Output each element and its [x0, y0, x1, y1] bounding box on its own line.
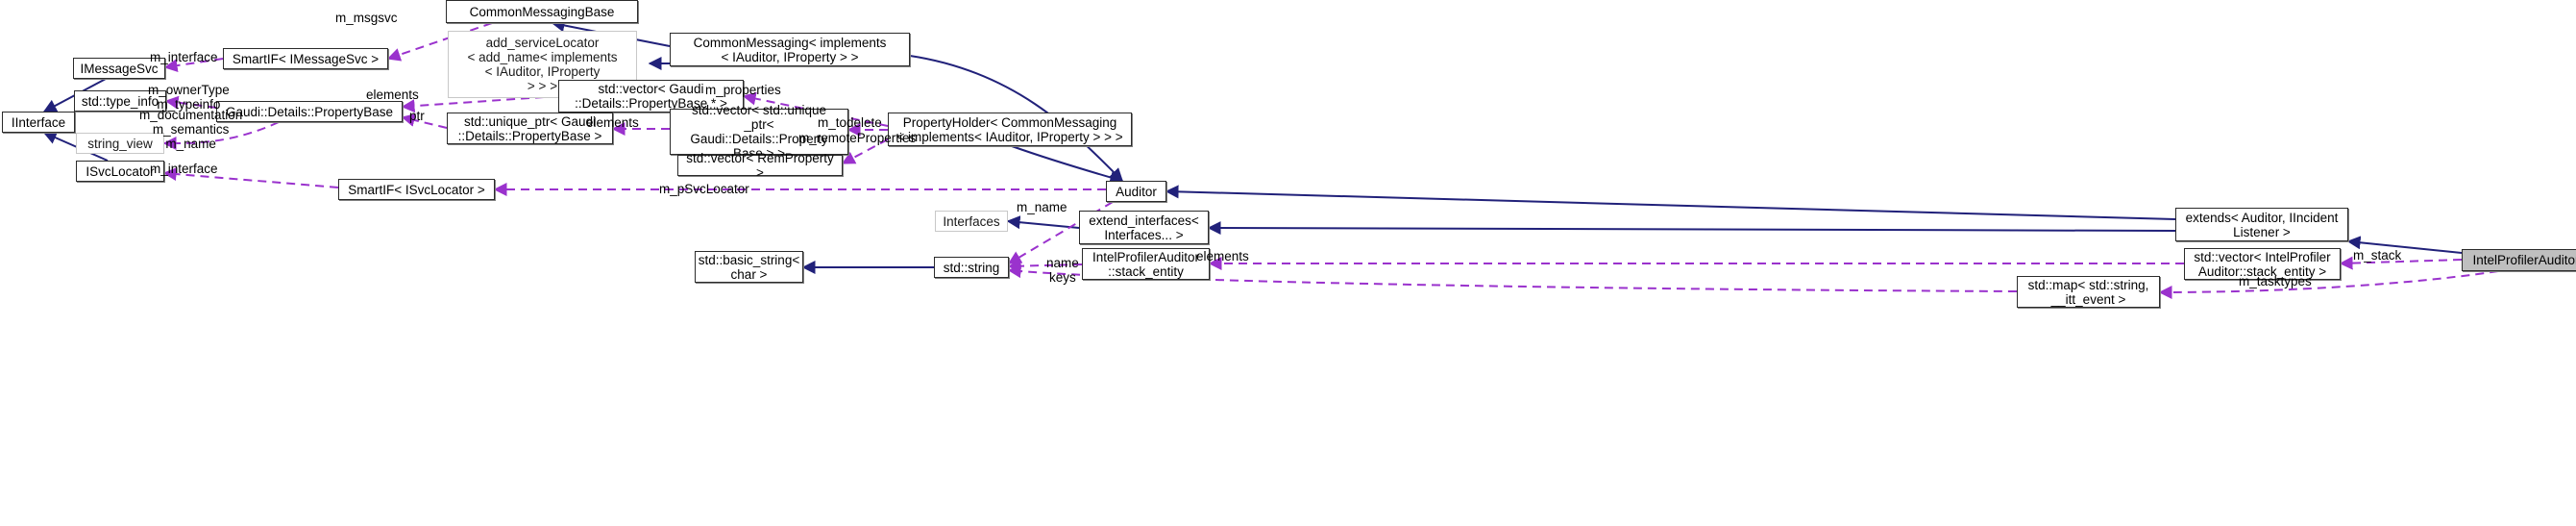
inheritance-edge-PropertyHolder-to-Auditor: [1011, 145, 1124, 185]
class-node-vector_stack_entity[interactable]: std::vector< IntelProfiler Auditor::stac…: [2184, 248, 2341, 280]
class-node-vector_RemProperty[interactable]: std::vector< RemProperty >: [677, 151, 843, 180]
edge-label-elements_unique_ptr: elements: [586, 115, 639, 130]
edge-label-m_msgsvc: m_msgsvc: [335, 11, 398, 25]
class-node-IntelProfilerAuditor[interactable]: IntelProfilerAuditor: [2462, 249, 2576, 271]
class-node-Gaudi_Details_PropertyBase[interactable]: Gaudi::Details::PropertyBase: [216, 101, 403, 122]
edge-label-m_tasktypes: m_tasktypes: [2239, 274, 2312, 288]
inheritance-edge-layer: [42, 18, 2463, 274]
edge-label-m_name: m_name: [1017, 200, 1067, 214]
class-node-std_string[interactable]: std::string: [934, 257, 1009, 278]
class-node-PropertyHolder[interactable]: PropertyHolder< CommonMessaging < implem…: [888, 113, 1132, 146]
edge-label-elements_propbase_ptr: elements: [366, 88, 419, 102]
class-node-std_type_info[interactable]: std::type_info: [74, 90, 166, 112]
inheritance-edge-extends_Auditor_IIncidentListener-to-Auditor: [1165, 185, 2176, 220]
edge-label-name: name: [1046, 256, 1079, 270]
edge-label-elements_stack_entity: elements: [1196, 249, 1249, 263]
class-node-IMessageSvc[interactable]: IMessageSvc: [73, 58, 165, 79]
class-node-unique_ptr_PropertyBase[interactable]: std::unique_ptr< Gaudi ::Details::Proper…: [447, 113, 613, 144]
class-node-extend_interfaces[interactable]: extend_interfaces< Interfaces... >: [1079, 211, 1209, 244]
class-node-ISvcLocator[interactable]: ISvcLocator: [76, 161, 164, 182]
class-node-SmartIF_ISvcLocator[interactable]: SmartIF< ISvcLocator >: [338, 179, 495, 200]
inheritance-edge-extend_interfaces-to-Interfaces: [1006, 215, 1080, 230]
edge-label-ptr: ptr: [409, 109, 425, 123]
class-node-vector_unique_ptr_PropertyBase[interactable]: std::vector< std::unique _ptr< Gaudi::De…: [670, 103, 848, 161]
class-node-std_basic_string_char[interactable]: std::basic_string< char >: [695, 251, 803, 283]
edge-label-m_ownerType_typeinfo: m_ownerType m_typeinfo: [148, 83, 230, 112]
edge-label-m_remoteProperties: m_remoteProperties: [798, 131, 917, 145]
class-node-string_view[interactable]: string_view: [76, 133, 164, 154]
class-node-map_string_itt_event[interactable]: std::map< std::string, __itt_event >: [2017, 276, 2160, 308]
edge-label-m_todelete: m_todelete: [818, 115, 882, 130]
class-node-extends_Auditor_IIncidentListener[interactable]: extends< Auditor, IIncident Listener >: [2175, 208, 2348, 241]
class-node-IInterface[interactable]: IInterface: [2, 112, 75, 133]
class-node-Auditor[interactable]: Auditor: [1106, 181, 1166, 202]
edge-label-m_stack: m_stack: [2353, 248, 2402, 263]
class-node-SmartIF_IMessageSvc[interactable]: SmartIF< IMessageSvc >: [223, 48, 388, 69]
edge-label-m_properties: m_properties: [705, 83, 781, 97]
class-node-Interfaces[interactable]: Interfaces: [935, 211, 1008, 232]
edge-label-m_interface_svcloc: m_interface: [150, 162, 218, 176]
edge-label-m_documentation_semantics_name: m_documentation m_semantics m_name: [139, 108, 243, 151]
edge-label-keys: keys: [1049, 270, 1076, 285]
class-node-CommonMessaging[interactable]: CommonMessaging< implements < IAuditor, …: [670, 33, 910, 66]
edge-label-m_pSvcLocator: m_pSvcLocator: [659, 182, 749, 196]
inheritance-edge-extends_Auditor_IIncidentListener-to-extend_interfaces: [1207, 221, 2176, 236]
class-node-vector_PropertyBase_ptr[interactable]: std::vector< Gaudi ::Details::PropertyBa…: [558, 80, 744, 113]
class-node-CommonMessagingBase[interactable]: CommonMessagingBase: [446, 0, 638, 23]
edge-label-m_interface_msg: m_interface: [150, 50, 218, 64]
class-node-IntelProfilerAuditor_stack_entity[interactable]: IntelProfilerAuditor ::stack_entity: [1082, 248, 1210, 280]
